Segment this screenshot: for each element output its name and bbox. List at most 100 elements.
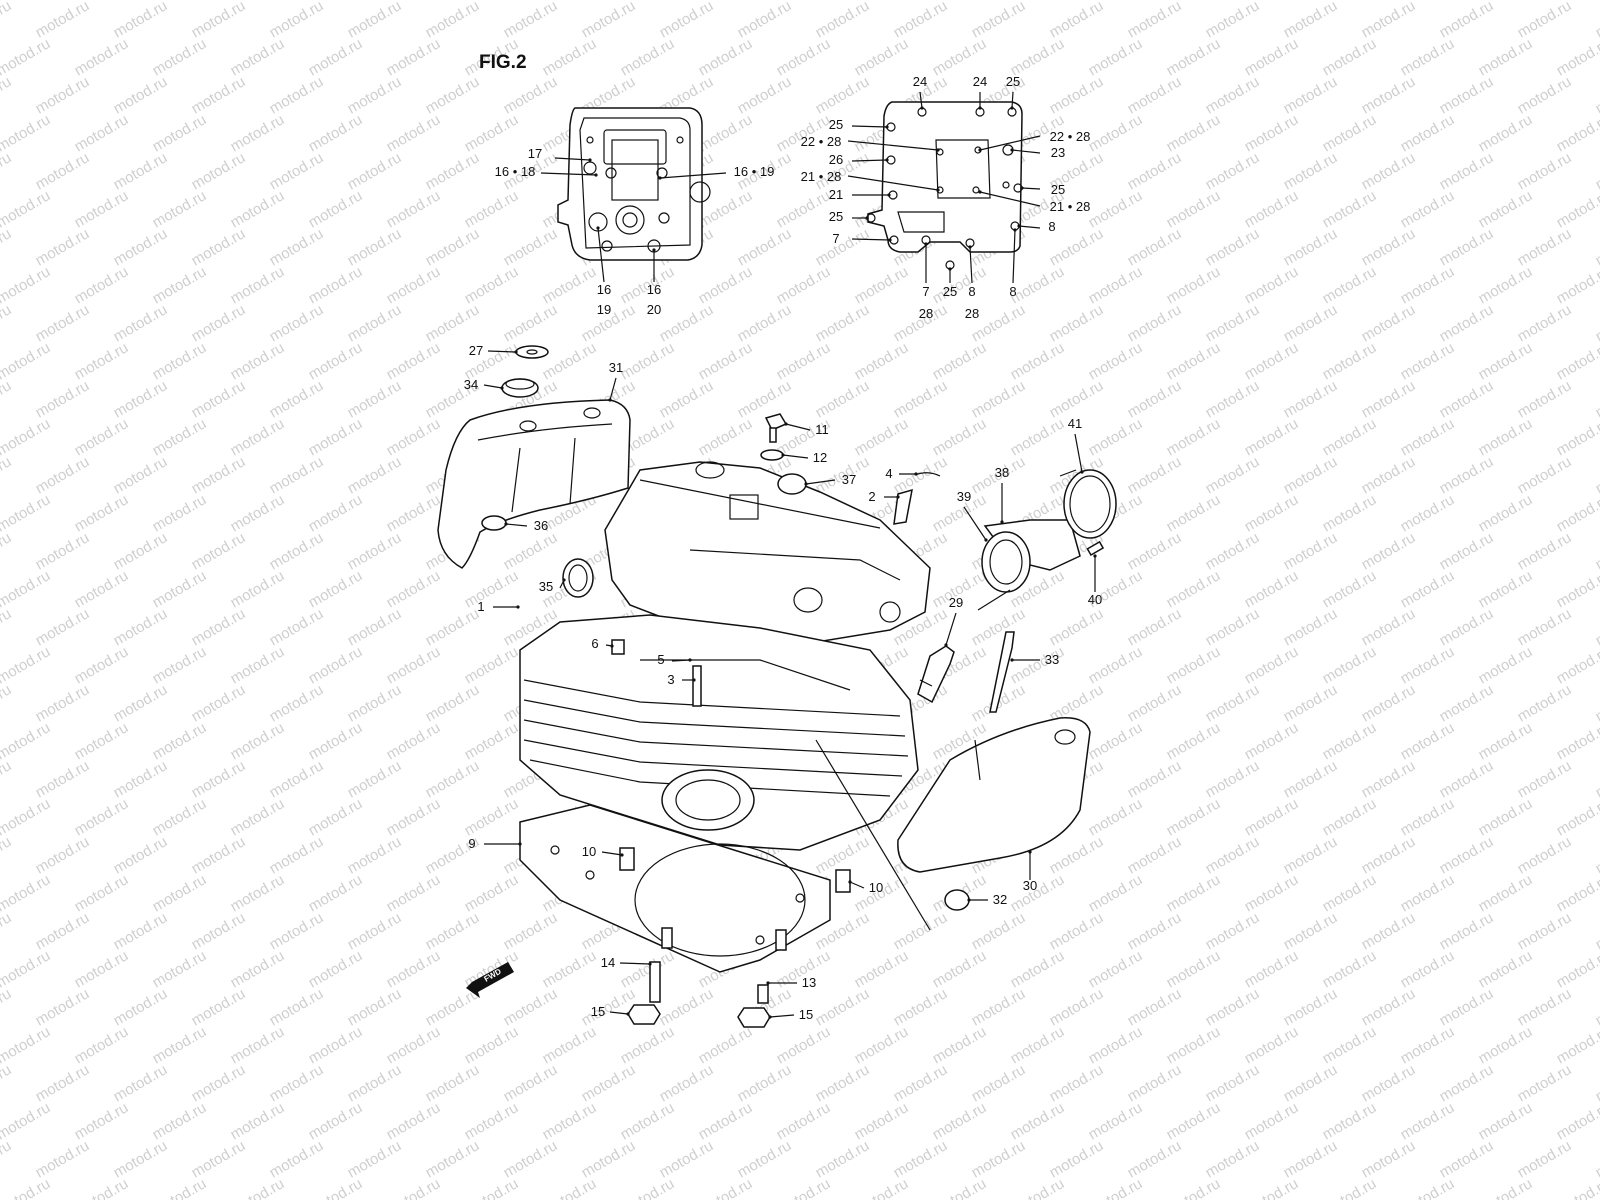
callout-label: 25 xyxy=(943,284,957,299)
callout-label: 36 xyxy=(534,518,548,533)
callout-leader-dot xyxy=(1080,470,1084,474)
callout-label: 4 xyxy=(885,466,892,481)
callout-leader-dot xyxy=(688,658,692,662)
dowel-10-right xyxy=(835,869,851,893)
callout-leader-line xyxy=(483,384,503,389)
main-assembly xyxy=(437,345,1117,1028)
guide-2 xyxy=(893,488,913,525)
callout-leader-dot xyxy=(804,482,808,486)
callout-leader-dot xyxy=(944,643,948,647)
callout-leader-dot xyxy=(967,898,971,902)
callout-leader-dot xyxy=(936,148,940,152)
dowel-10-left xyxy=(619,847,635,871)
callout-label: 24 xyxy=(973,74,987,89)
callout-leader-dot xyxy=(865,216,869,220)
callout-label: 21 • 28 xyxy=(1050,199,1091,214)
callout-leader-line xyxy=(487,350,517,353)
callout-label: 10 xyxy=(582,844,596,859)
callout-label: 28 xyxy=(965,306,979,321)
callout-label: 1 xyxy=(477,599,484,614)
callout-label: 25 xyxy=(1051,182,1065,197)
stud-13 xyxy=(757,984,769,1004)
callout-leader-line xyxy=(851,238,891,241)
callout-label: 8 xyxy=(1048,219,1055,234)
callout-leader-line xyxy=(609,1011,629,1015)
callout-label: 3 xyxy=(667,672,674,687)
callout-label: 25 xyxy=(829,117,843,132)
washer-27 xyxy=(515,345,549,359)
callout-leader-dot xyxy=(514,350,518,354)
callout-leader-dot xyxy=(978,106,982,110)
callout-label: 30 xyxy=(1023,878,1037,893)
callout-leader-dot xyxy=(658,176,662,180)
callout-leader-line xyxy=(785,423,811,431)
callout-leader-dot xyxy=(652,248,656,252)
callout-leader-dot xyxy=(648,962,652,966)
callout-label: 15 xyxy=(799,1007,813,1022)
callout-label: 29 xyxy=(949,595,963,610)
callout-leader-line xyxy=(1074,433,1083,473)
callout-leader-dot xyxy=(594,173,598,177)
callout-label: 22 • 28 xyxy=(1050,129,1091,144)
callout-leader-dot xyxy=(1010,106,1014,110)
callout-label: 24 xyxy=(913,74,927,89)
callout-leader-dot xyxy=(610,644,614,648)
callout-leader-line xyxy=(963,506,987,541)
spark-plug-29 xyxy=(917,645,955,704)
callout-label: 16 • 18 xyxy=(495,164,536,179)
callout-leader-line xyxy=(505,523,528,527)
callout-leader-dot xyxy=(562,578,566,582)
callout-leader-dot xyxy=(504,522,508,526)
callout-leader-dot xyxy=(692,678,696,682)
callout-label: 14 xyxy=(601,955,615,970)
stud-3 xyxy=(692,665,702,707)
plug-37 xyxy=(777,473,807,495)
callout-leader-dot xyxy=(978,148,982,152)
callout-leader-dot xyxy=(1028,850,1032,854)
callout-label: 28 xyxy=(919,306,933,321)
callout-label: 22 • 28 xyxy=(801,134,842,149)
callout-leader-dot xyxy=(768,1015,772,1019)
callout-label: 6 xyxy=(591,636,598,651)
callout-leader-line xyxy=(849,881,865,889)
callout-label: 40 xyxy=(1088,592,1102,607)
callout-leader-dot xyxy=(924,242,928,246)
callout-leader-dot xyxy=(626,1012,630,1016)
callout-label: 12 xyxy=(813,450,827,465)
callout-leader-dot xyxy=(968,245,972,249)
dowel-6 xyxy=(611,639,625,655)
callout-leader-dot xyxy=(920,106,924,110)
callout-leader-dot xyxy=(848,880,852,884)
callout-leader-dot xyxy=(885,158,889,162)
callout-label: 16 xyxy=(647,282,661,297)
bolt-33 xyxy=(989,631,1015,713)
callout-label: 34 xyxy=(464,377,478,392)
callout-label: 9 xyxy=(468,836,475,851)
callout-leader-dot xyxy=(948,267,952,271)
callout-label: 35 xyxy=(539,579,553,594)
collar-36 xyxy=(481,515,507,531)
callout-label: 2 xyxy=(868,489,875,504)
callout-label: 37 xyxy=(842,472,856,487)
callout-label: 13 xyxy=(802,975,816,990)
callout-leader-dot xyxy=(1010,148,1014,152)
callout-leader-line xyxy=(851,125,888,128)
callout-label: 7 xyxy=(922,284,929,299)
callout-leader-dot xyxy=(978,190,982,194)
callout-leader-line xyxy=(619,962,651,965)
callout-label: 38 xyxy=(995,465,1009,480)
fwd-direction-indicator: FWD xyxy=(466,962,514,998)
callout-label: 16 xyxy=(597,282,611,297)
o-ring-39 xyxy=(981,531,1031,593)
callout-leader-dot xyxy=(784,422,788,426)
callout-label: 33 xyxy=(1045,652,1059,667)
callout-leader-dot xyxy=(1093,554,1097,558)
inset-cover-bolt-pattern xyxy=(866,101,1023,270)
callout-label: 5 xyxy=(657,652,664,667)
callout-leader-dot xyxy=(936,188,940,192)
washer-12 xyxy=(760,449,784,461)
callout-leader-line xyxy=(782,454,809,459)
callout-leader-dot xyxy=(500,386,504,390)
callout-label: 17 xyxy=(528,146,542,161)
